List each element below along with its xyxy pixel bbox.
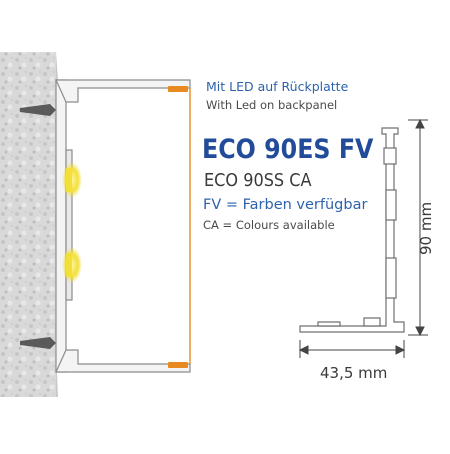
- model-title: ECO 90ES FV: [202, 134, 374, 165]
- led-glow: [62, 162, 82, 283]
- width-dimension: [298, 340, 406, 358]
- back-panel-profile: [55, 79, 191, 373]
- led-label-en: With Led on backpanel: [206, 98, 338, 112]
- width-dimension-label: 43,5 mm: [320, 364, 388, 382]
- height-dimension: [408, 118, 428, 337]
- led-strip: [168, 86, 188, 368]
- wall-anchor-icon: [20, 104, 56, 349]
- model-subtitle: ECO 90SS CA: [204, 171, 312, 191]
- ca-note: CA = Colours available: [203, 218, 335, 232]
- led-label-de: Mit LED auf Rückplatte: [206, 79, 349, 94]
- height-dimension-label: 90 mm: [417, 201, 435, 255]
- profile-cross-section: [299, 127, 405, 333]
- fv-note: FV = Farben verfügbar: [203, 197, 368, 213]
